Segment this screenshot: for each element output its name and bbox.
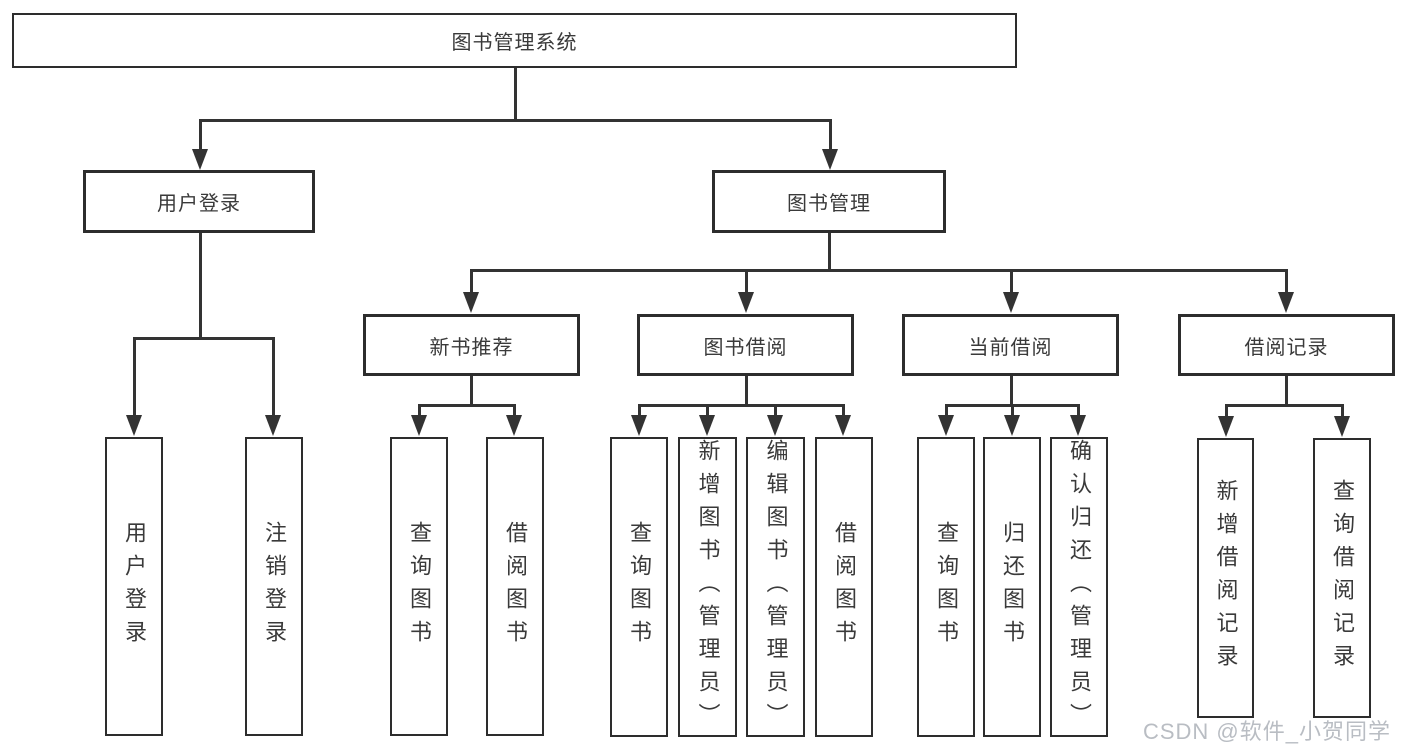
node-new-book-recommend: 新书推荐 — [363, 314, 580, 376]
leaf-label: 用户登录 — [122, 520, 147, 653]
leaf-return-books: 归还图书 — [983, 437, 1041, 737]
connector-line — [133, 337, 136, 417]
connector-line — [470, 376, 473, 406]
leaf-query-books: 查询图书 — [610, 437, 668, 737]
arrow-down-icon — [1334, 416, 1350, 437]
connector-line — [1225, 404, 1343, 407]
connector-line — [1011, 404, 1014, 416]
connector-line — [470, 269, 473, 294]
connector-line — [706, 404, 709, 416]
connector-line — [1077, 404, 1080, 416]
leaf-label: 借阅图书 — [503, 520, 528, 653]
leaf-user-login: 用户登录 — [105, 437, 163, 736]
arrow-down-icon — [126, 415, 142, 436]
node-borrowing-records: 借阅记录 — [1178, 314, 1395, 376]
leaf-add-books-admin: 新增图书（管理员） — [678, 437, 737, 737]
leaf-label: 确认归还（管理员） — [1067, 439, 1092, 736]
arrow-down-icon — [835, 415, 851, 436]
arrow-down-icon — [506, 415, 522, 436]
arrow-down-icon — [463, 292, 479, 313]
arrow-down-icon — [938, 415, 954, 436]
leaf-borrow-books: 借阅图书 — [486, 437, 544, 736]
arrow-down-icon — [1218, 416, 1234, 437]
connector-line — [774, 404, 777, 416]
connector-line — [514, 68, 517, 121]
leaf-confirm-return-admin: 确认归还（管理员） — [1050, 437, 1108, 737]
node-label: 借阅记录 — [1244, 336, 1329, 359]
connector-line — [470, 269, 1287, 272]
connector-line — [133, 337, 274, 340]
arrow-down-icon — [1004, 415, 1020, 436]
arrow-down-icon — [738, 292, 754, 313]
leaf-label: 借阅图书 — [832, 521, 857, 653]
leaf-label: 归还图书 — [1000, 521, 1025, 653]
arrow-down-icon — [1278, 292, 1294, 313]
connector-line — [829, 119, 832, 152]
leaf-label: 查询图书 — [627, 521, 652, 653]
arrow-down-icon — [411, 415, 427, 436]
leaf-edit-books-admin: 编辑图书（管理员） — [746, 437, 805, 737]
connector-line — [1225, 404, 1228, 417]
node-label: 图书管理系统 — [451, 32, 578, 54]
leaf-label: 新增借阅记录 — [1213, 479, 1239, 677]
connector-line — [745, 376, 748, 406]
leaf-borrow-books: 借阅图书 — [815, 437, 873, 737]
connector-line — [1010, 269, 1013, 294]
leaf-query-borrow-record: 查询借阅记录 — [1313, 438, 1371, 718]
node-user-login: 用户登录 — [83, 170, 315, 233]
connector-line — [1285, 269, 1288, 294]
leaf-query-books: 查询图书 — [390, 437, 448, 736]
leaf-label: 查询图书 — [407, 520, 432, 653]
arrow-down-icon — [265, 415, 281, 436]
arrow-down-icon — [1003, 292, 1019, 313]
node-label: 图书管理 — [787, 193, 871, 215]
connector-line — [638, 404, 641, 416]
connector-line — [513, 404, 516, 416]
arrow-down-icon — [822, 149, 838, 170]
node-current-borrowing: 当前借阅 — [902, 314, 1119, 376]
node-book-borrowing: 图书借阅 — [637, 314, 854, 376]
arrow-down-icon — [699, 415, 715, 436]
connector-line — [199, 232, 202, 339]
leaf-logout: 注销登录 — [245, 437, 303, 736]
connector-line — [745, 269, 748, 294]
arrow-down-icon — [631, 415, 647, 436]
connector-line — [945, 404, 948, 416]
arrow-down-icon — [1070, 415, 1086, 436]
node-label: 新书推荐 — [429, 336, 514, 359]
leaf-label: 查询借阅记录 — [1330, 479, 1355, 677]
node-book-management: 图书管理 — [712, 170, 946, 233]
connector-line — [842, 404, 845, 416]
leaf-label: 新增图书（管理员） — [695, 439, 721, 736]
connector-line — [199, 119, 202, 152]
leaf-query-books: 查询图书 — [917, 437, 975, 737]
connector-line — [199, 119, 831, 122]
node-label: 用户登录 — [157, 193, 241, 215]
connector-line — [418, 404, 421, 416]
node-label: 图书借阅 — [703, 336, 788, 359]
leaf-label: 查询图书 — [934, 521, 959, 653]
watermark: CSDN @软件_小贺同学 — [1142, 719, 1391, 744]
connector-line — [1341, 404, 1344, 417]
leaf-label: 编辑图书（管理员） — [763, 439, 789, 736]
connector-line — [1010, 376, 1013, 406]
arrow-down-icon — [192, 149, 208, 170]
connector-line — [418, 404, 516, 407]
connector-line — [828, 232, 831, 271]
connector-line — [272, 337, 275, 417]
node-library-management-system: 图书管理系统 — [12, 13, 1017, 68]
connector-line — [638, 404, 845, 407]
leaf-add-borrow-record: 新增借阅记录 — [1197, 438, 1254, 718]
connector-line — [1285, 376, 1288, 406]
arrow-down-icon — [767, 415, 783, 436]
leaf-label: 注销登录 — [262, 520, 287, 653]
node-label: 当前借阅 — [968, 336, 1053, 359]
